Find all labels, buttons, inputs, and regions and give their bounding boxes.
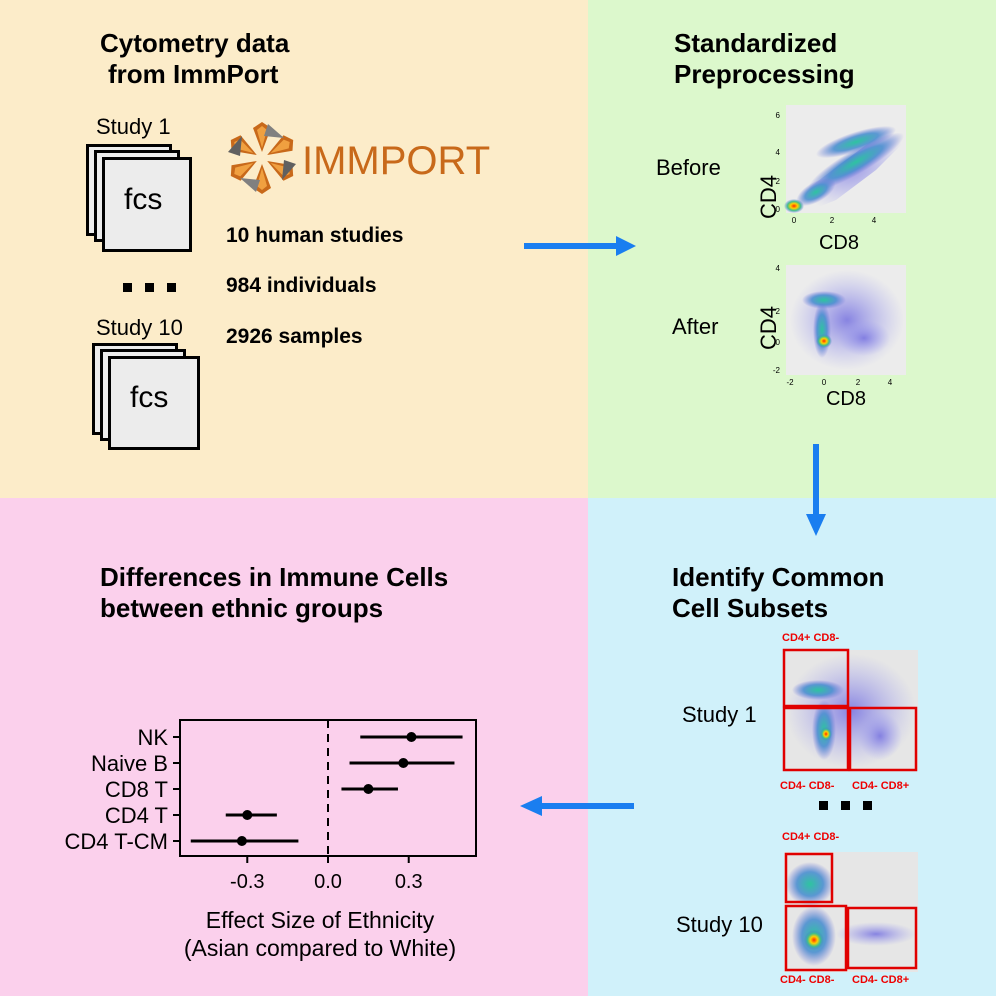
gate-box-dn	[784, 904, 848, 972]
after-xtick: -2	[786, 378, 794, 387]
gate-box-cd8pos	[848, 706, 918, 772]
category-label: CD4 T	[105, 803, 168, 828]
data-source-title-2: from ImmPort	[108, 59, 279, 89]
after-xtick: 0	[822, 378, 827, 387]
study10-gated-plot	[784, 852, 918, 972]
after-y-axis-label: CD4	[756, 306, 781, 350]
stat-studies: 10 human studies	[226, 224, 404, 247]
effect-estimate-point	[398, 758, 409, 768]
fcs-card-front	[108, 356, 200, 450]
after-ytick: 0	[776, 338, 781, 347]
gate-box-cd4pos	[782, 648, 850, 708]
subsets-title-1: Identify Common	[672, 562, 885, 592]
arrow-down-icon	[806, 444, 826, 536]
ellipsis-icon	[819, 801, 872, 810]
before-x-axis-label: CD8	[819, 232, 859, 254]
category-label: CD8 T	[105, 777, 168, 802]
fcs-card-front	[102, 157, 192, 252]
category-label: CD4 T-CM	[65, 829, 169, 854]
category-label: Naive B	[91, 751, 168, 776]
gate-label-cd4pos: CD4+ CD8-	[782, 632, 840, 644]
study-first-label: Study 1	[96, 114, 171, 139]
gate-box-cd4pos	[784, 852, 834, 904]
before-y-axis-label: CD4	[756, 175, 781, 219]
fcs-file-label: fcs	[124, 183, 163, 216]
before-ytick: 4	[776, 148, 781, 157]
gate-label-cd8pos: CD4- CD8+	[852, 780, 910, 792]
before-ytick: 0	[776, 205, 781, 214]
after-ytick: 4	[776, 264, 781, 273]
preprocessing-plots: CD4 CD8 0 2 4 6 0 2 4 CD4 CD8 -2 0 2 4 -…	[756, 105, 906, 410]
study1-gated-plot	[782, 648, 918, 772]
immport-logo-mark-icon	[226, 122, 298, 194]
stat-samples: 2926 samples	[226, 325, 363, 348]
x-axis-label-sub: (Asian compared to White)	[184, 935, 456, 961]
gate-label-cd8pos: CD4- CD8+	[852, 974, 910, 986]
fcs-file-label: fcs	[130, 381, 169, 414]
before-ytick: 2	[776, 177, 781, 186]
after-xtick: 2	[856, 378, 861, 387]
effect-estimate-point	[406, 732, 417, 742]
immport-logo-text: IMMPORT	[302, 139, 490, 183]
gate-label-dn: CD4- CD8-	[780, 974, 835, 986]
arrow-left-icon	[520, 796, 634, 816]
subsets-gated-plots	[782, 648, 918, 972]
data-source-title-1: Cytometry data	[100, 28, 290, 58]
preprocessing-title-2: Preprocessing	[674, 59, 855, 89]
immport-logo: IMMPORT	[226, 122, 490, 194]
subsets-study-last: Study 10	[676, 912, 763, 937]
panel-preprocessing	[588, 0, 996, 498]
after-label: After	[672, 314, 719, 339]
after-density-plot	[786, 265, 906, 375]
panel-data-source	[0, 0, 588, 498]
after-ytick: -2	[773, 366, 781, 375]
subsets-title-2: Cell Subsets	[672, 593, 829, 623]
effect-estimate-point	[242, 810, 253, 820]
effect-estimate-point	[363, 784, 374, 794]
preprocessing-title-1: Standardized	[674, 28, 838, 58]
gate-label-dn: CD4- CD8-	[780, 780, 835, 792]
before-xtick: 0	[792, 216, 797, 225]
arrow-right-icon	[524, 236, 636, 256]
study-last-label: Study 10	[96, 315, 183, 340]
after-x-axis-label: CD8	[826, 388, 866, 410]
before-ytick: 6	[776, 111, 781, 120]
ellipsis-icon	[123, 283, 176, 292]
category-label: NK	[137, 725, 168, 750]
x-axis-label: Effect Size of Ethnicity	[206, 907, 435, 933]
stat-individuals: 984 individuals	[226, 274, 377, 297]
x-tick-label: 0.0	[314, 871, 342, 893]
subsets-study-first: Study 1	[682, 702, 757, 727]
before-xtick: 4	[872, 216, 877, 225]
panel-differences	[0, 498, 588, 996]
gate-label-cd4pos: CD4+ CD8-	[782, 831, 840, 843]
differences-title-2: between ethnic groups	[100, 593, 384, 623]
gate-box-dn	[782, 706, 850, 772]
x-tick-label: 0.3	[395, 871, 423, 893]
before-label: Before	[656, 155, 721, 180]
x-tick-label: -0.3	[230, 871, 264, 893]
before-xtick: 2	[830, 216, 835, 225]
effect-estimate-point	[236, 836, 247, 846]
after-ytick: 2	[776, 307, 781, 316]
after-xtick: 4	[888, 378, 893, 387]
gate-box-cd8pos	[846, 906, 918, 970]
differences-title-1: Differences in Immune Cells	[100, 562, 449, 592]
before-density-plot	[784, 105, 906, 213]
